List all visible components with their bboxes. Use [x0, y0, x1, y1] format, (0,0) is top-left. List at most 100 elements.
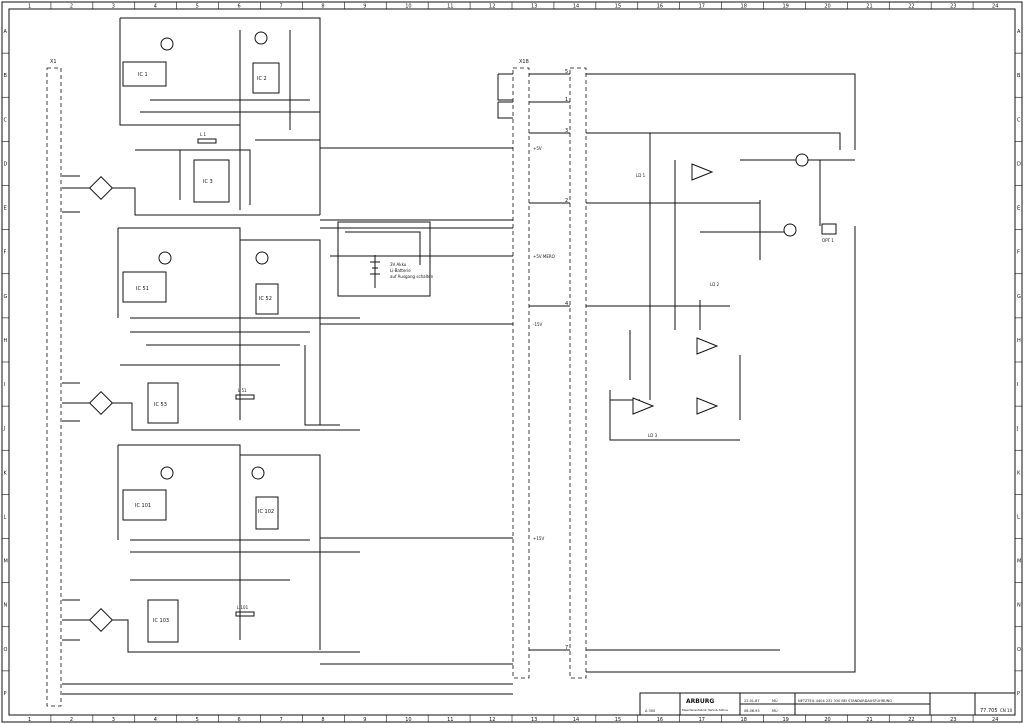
column-index: 5 — [196, 717, 199, 723]
column-index: 13 — [531, 4, 537, 10]
column-index: 4 — [154, 4, 157, 10]
row-index: K — [4, 470, 8, 476]
row-index: F — [1017, 250, 1020, 256]
inductor-l51-label: L 51 — [238, 388, 247, 393]
column-index: 19 — [782, 4, 788, 10]
column-index: 1 — [28, 4, 31, 10]
column-index: 20 — [824, 4, 830, 10]
column-index: 5 — [196, 4, 199, 10]
sheet-number: CN 10 — [1000, 708, 1013, 713]
ic-101 — [122, 489, 167, 521]
column-index: 14 — [573, 717, 579, 723]
row-index: D — [1017, 161, 1021, 167]
transistor-1 — [795, 153, 809, 167]
column-index: 21 — [866, 4, 872, 10]
column-index: 21 — [866, 717, 872, 723]
pin-7: 7 — [565, 645, 568, 651]
column-index: 8 — [321, 4, 324, 10]
inductor-l101 — [235, 611, 255, 617]
column-index: 16 — [657, 4, 663, 10]
supply-section-1: IC 1 IC 2 IC 3 L 1 — [62, 17, 321, 216]
company-name: ARBURG — [686, 698, 714, 705]
column-index: 23 — [950, 4, 956, 10]
connector-x1 — [46, 67, 62, 707]
column-index: 13 — [531, 717, 537, 723]
column-index: 18 — [741, 717, 747, 723]
ic-51 — [122, 271, 167, 303]
row-index: A — [4, 29, 8, 35]
optocoupler — [821, 223, 837, 235]
column-index: 24 — [992, 4, 998, 10]
column-index: 24 — [992, 717, 998, 723]
drawing-title: NETZTEIL 4404 232 330 BEI STANDARDAUSFÜH… — [798, 698, 892, 703]
connector-x18-left — [512, 67, 530, 679]
row-index: E — [1017, 206, 1020, 212]
battery-module: 3V Akku Li-Batterie auf Ausgang schalten — [337, 221, 434, 297]
inductor-l51 — [235, 394, 255, 400]
row-index: N — [4, 603, 8, 609]
column-index: 18 — [741, 4, 747, 10]
row-index: K — [1017, 470, 1021, 476]
column-index: 11 — [447, 717, 453, 723]
column-index: 19 — [782, 717, 788, 723]
opamp-4 — [696, 397, 719, 415]
ic-102-label: IC 102 — [258, 509, 274, 515]
row-index: A — [1017, 29, 1021, 35]
column-index: 9 — [363, 717, 366, 723]
column-index: 3 — [112, 4, 115, 10]
row-index: N — [1017, 603, 1021, 609]
battery-note-1: 3V Akku — [390, 262, 407, 267]
row-index: C — [1017, 117, 1021, 123]
column-index: 15 — [615, 4, 621, 10]
column-index: 17 — [699, 4, 705, 10]
column-index: 7 — [279, 4, 282, 10]
column-index: 2 — [70, 4, 73, 10]
inductor-l1 — [197, 138, 217, 144]
column-index: 12 — [489, 4, 495, 10]
ic-52 — [255, 283, 279, 315]
ic-53-label: IC 53 — [154, 402, 167, 408]
ic-101-label: IC 101 — [135, 503, 151, 509]
date-changed: 08.06.93 — [744, 709, 760, 713]
ic-103-label: IC 103 — [153, 618, 169, 624]
ic-53 — [147, 382, 179, 424]
inductor-l1-label: L 1 — [200, 132, 207, 137]
row-index: M — [4, 559, 8, 565]
column-index: 17 — [699, 717, 705, 723]
row-index: B — [1017, 73, 1021, 79]
row-index: I — [4, 382, 5, 388]
row-index: B — [4, 73, 8, 79]
row-index: P — [1017, 691, 1020, 697]
pin-4: 4 — [565, 301, 568, 307]
name-drawn: MÜ — [772, 698, 778, 703]
row-index: L — [1017, 514, 1020, 520]
row-index: J — [3, 426, 5, 432]
bridge-rectifier-1 — [88, 175, 114, 201]
company-sub: Maschinenfabrik Hehl & Söhne — [682, 708, 728, 712]
row-index: H — [4, 338, 8, 344]
row-index: P — [4, 691, 7, 697]
column-index: 3 — [112, 717, 115, 723]
x18-pins: 5 1 3 2 4 7 — [565, 69, 568, 651]
ic-103 — [147, 599, 179, 643]
ic-1-label: IC 1 — [138, 72, 148, 78]
monitoring-circuit: LD 1 LD 2 LD 3 OPT 1 — [586, 73, 856, 673]
row-index: O — [1017, 647, 1021, 653]
date-drawn: 22.01.87 — [744, 699, 760, 703]
battery-note-3: auf Ausgang schalten — [390, 274, 434, 279]
column-index: 22 — [908, 717, 914, 723]
row-index: L — [4, 514, 7, 520]
row-index: H — [1017, 338, 1021, 344]
rail-plus5: +5V — [533, 146, 542, 151]
transistor-2 — [783, 223, 797, 237]
row-index: F — [4, 250, 7, 256]
change-no: Ä 300 — [645, 708, 655, 713]
column-index: 6 — [238, 717, 241, 723]
rail-plus15: +15V — [533, 536, 544, 541]
ic-52-label: IC 52 — [259, 296, 272, 302]
ic-1 — [122, 61, 167, 87]
ic-51-label: IC 51 — [136, 286, 149, 292]
rail-plus5-mero: +5V MERO — [533, 254, 555, 259]
